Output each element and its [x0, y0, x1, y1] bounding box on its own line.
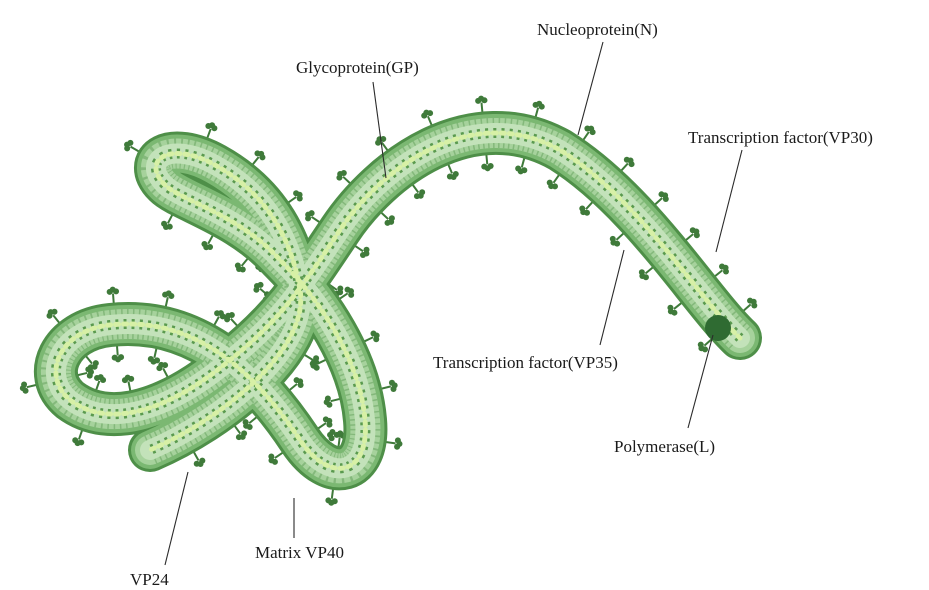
- label-polymerase: Polymerase(L): [614, 437, 715, 456]
- label-nucleoprotein: Nucleoprotein(N): [537, 20, 658, 39]
- glycoprotein-spike: [252, 150, 265, 164]
- glycoprotein-spike: [364, 330, 380, 342]
- glycoprotein-spike: [224, 312, 237, 326]
- glycoprotein-spike: [148, 348, 160, 365]
- leader-vp30: [716, 150, 742, 252]
- label-vp24: VP24: [130, 570, 169, 589]
- glycoprotein-spike: [686, 227, 700, 240]
- glycoprotein-spike: [194, 452, 206, 467]
- glycoprotein-spike: [124, 140, 139, 152]
- glycoprotein-spike: [47, 309, 60, 323]
- glycoprotein-spike: [201, 235, 213, 250]
- glycoprotein-spike: [156, 362, 168, 377]
- glycoprotein-spike: [355, 246, 370, 258]
- glycoprotein-spike: [667, 303, 681, 316]
- polymerase-l: [705, 315, 731, 341]
- glycoprotein-spike: [305, 210, 320, 222]
- glycoprotein-spike: [94, 374, 106, 390]
- glycoprotein-spike: [162, 290, 174, 307]
- glycoprotein-spike: [325, 489, 337, 506]
- glycoprotein-spike: [112, 345, 124, 362]
- glycoprotein-spike: [122, 375, 134, 392]
- glycoprotein-spike: [639, 267, 653, 280]
- glycoprotein-spike: [515, 158, 527, 175]
- glycoprotein-spike: [412, 184, 425, 199]
- label-vp30: Transcription factor(VP30): [688, 128, 873, 147]
- leader-nucleoprotein: [578, 42, 603, 135]
- glycoprotein-spike: [336, 170, 350, 184]
- glycoprotein-spike: [547, 175, 559, 190]
- glycoprotein-spike: [268, 452, 283, 464]
- glycoprotein-spike: [324, 396, 341, 408]
- glycoprotein-spike: [289, 377, 303, 390]
- glycoprotein-spike: [655, 191, 669, 204]
- glycoprotein-spike: [475, 96, 487, 113]
- glycoprotein-spike: [381, 212, 395, 226]
- glycoprotein-spike: [235, 258, 248, 272]
- glycoprotein-spike: [743, 298, 757, 311]
- glycoprotein-spike: [72, 430, 84, 446]
- glycoprotein-spike: [621, 157, 634, 171]
- glycoprotein-spike: [421, 110, 433, 126]
- glycoprotein-spike: [386, 437, 403, 449]
- label-vp35: Transcription factor(VP35): [433, 353, 618, 372]
- glycoprotein-spike: [583, 125, 595, 140]
- glycoprotein-spike: [715, 263, 729, 276]
- glycoprotein-spike: [318, 416, 333, 428]
- label-matrix: Matrix VP40: [255, 543, 344, 562]
- glycoprotein-spike: [481, 154, 493, 171]
- glycoprotein-spike: [20, 382, 37, 394]
- glycoprotein-spike: [447, 164, 459, 180]
- glycoprotein-spike: [610, 233, 624, 246]
- glycoprotein-spike: [107, 287, 119, 304]
- glycoprotein-spike: [161, 215, 173, 230]
- glycoprotein-spike: [579, 202, 592, 216]
- virus-body: [56, 133, 740, 468]
- glycoprotein-spike: [381, 380, 398, 392]
- label-glycoprotein: Glycoprotein(GP): [296, 58, 419, 77]
- labels: Nucleoprotein(N) Glycoprotein(GP) Transc…: [130, 20, 873, 589]
- glycoprotein-spike: [205, 122, 217, 138]
- leader-vp35: [600, 250, 624, 345]
- glycoprotein-spike: [288, 190, 303, 202]
- leader-vp24: [165, 472, 188, 565]
- glycoprotein-spike: [214, 310, 226, 325]
- glycoprotein-spike: [533, 101, 545, 118]
